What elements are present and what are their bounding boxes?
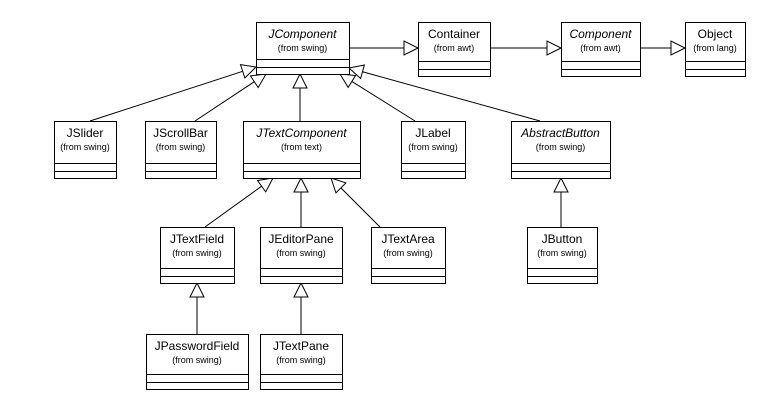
class-box-outline — [561, 22, 641, 77]
class-boxes: JComponent (from swing) Container (from awt… — [54, 22, 746, 390]
class-jbutton[interactable]: JButton (from swing) — [527, 227, 598, 284]
class-name: JButton — [542, 232, 583, 246]
class-box-outline — [527, 227, 598, 284]
class-jtextfield[interactable]: JTextField (from swing) — [160, 227, 235, 284]
class-box-outline — [256, 22, 350, 75]
class-component[interactable]: Component (from awt) — [561, 22, 641, 77]
class-jlabel[interactable]: JLabel (from swing) — [401, 121, 466, 179]
generalization-arrowhead — [292, 72, 308, 89]
class-name: JTextPane — [273, 339, 329, 353]
class-name: JScrollBar — [153, 126, 208, 140]
generalization-arrowhead — [670, 40, 687, 56]
class-package: (from awt) — [580, 43, 621, 53]
class-jtextpane[interactable]: JTextPane (from swing) — [260, 334, 343, 390]
class-box-outline — [145, 121, 217, 179]
generalization-arrowhead — [189, 281, 205, 298]
class-name: JPasswordField — [155, 339, 240, 353]
class-package: (from swing) — [537, 248, 587, 258]
class-box-outline — [146, 334, 249, 390]
class-package: (from swing) — [60, 142, 110, 152]
generalization-jpasswordfield-to-jtextfield — [189, 281, 205, 334]
generalization-jtextarea-to-jtextcomponent — [330, 177, 381, 228]
generalization-component-to-object — [640, 40, 687, 56]
class-jeditorpane[interactable]: JEditorPane (from swing) — [260, 227, 343, 284]
class-name: JTextField — [170, 232, 224, 246]
class-name: AbstractButton — [520, 126, 600, 140]
class-container[interactable]: Container (from awt) — [418, 22, 491, 77]
class-name: JSlider — [67, 126, 104, 140]
class-jscrollbar[interactable]: JScrollBar (from swing) — [145, 121, 217, 179]
class-name: Object — [698, 27, 733, 41]
class-jslider[interactable]: JSlider (from swing) — [54, 121, 117, 179]
generalization-jbutton-to-abstractbutton — [553, 176, 569, 227]
class-package: (from lang) — [693, 43, 737, 53]
class-box-outline — [243, 121, 361, 179]
generalization-line — [340, 187, 381, 228]
class-box-outline — [511, 121, 611, 179]
generalization-jtextfield-to-jtextcomponent — [204, 177, 274, 228]
generalization-container-to-component — [490, 40, 563, 56]
class-package: (from swing) — [408, 142, 458, 152]
class-box-outline — [685, 22, 746, 77]
class-abstractbutton[interactable]: AbstractButton (from swing) — [511, 121, 611, 179]
class-name: JTextComponent — [255, 126, 347, 140]
class-name: JLabel — [415, 126, 450, 140]
class-object[interactable]: Object (from lang) — [685, 22, 746, 77]
generalization-line — [204, 185, 262, 228]
class-package: (from swing) — [156, 142, 206, 152]
class-package: (from swing) — [276, 248, 326, 258]
generalization-line — [194, 81, 255, 122]
class-box-outline — [54, 121, 117, 179]
generalization-arrowhead — [256, 177, 274, 193]
class-box-outline — [371, 227, 446, 284]
class-jpasswordfield[interactable]: JPasswordField (from swing) — [146, 334, 249, 390]
generalization-jtextpane-to-jeditorpane — [293, 281, 309, 334]
class-box-outline — [418, 22, 491, 77]
generalization-jeditorpane-to-jtextcomponent — [293, 176, 309, 227]
class-name: Container — [428, 27, 480, 41]
class-package: (from swing) — [276, 355, 326, 365]
class-name: Component — [569, 27, 632, 41]
class-package: (from swing) — [172, 355, 222, 365]
generalization-arrowhead — [553, 176, 569, 193]
generalization-jtextcomponent-to-jcomponent — [292, 72, 308, 121]
generalization-jlabel-to-jcomponent — [339, 73, 416, 122]
generalization-abstractbutton-to-jcomponent — [347, 64, 541, 122]
class-package: (from swing) — [536, 142, 586, 152]
generalization-jcomponent-to-container — [349, 40, 420, 56]
generalization-jslider-to-jcomponent — [89, 64, 258, 122]
generalization-arrowhead — [403, 40, 420, 56]
class-package: (from awt) — [434, 43, 475, 53]
generalization-line — [89, 70, 243, 122]
generalization-arrowhead — [546, 40, 563, 56]
class-package: (from swing) — [278, 43, 328, 53]
generalization-arrowhead — [249, 73, 267, 89]
generalization-arrowhead — [293, 281, 309, 298]
class-jcomponent[interactable]: JComponent (from swing) — [256, 22, 350, 75]
class-name: JEditorPane — [268, 232, 334, 246]
class-box-outline — [260, 334, 343, 390]
generalization-arrowhead — [239, 64, 258, 79]
generalization-line — [351, 81, 416, 122]
generalization-edges — [89, 40, 687, 334]
generalization-arrowhead — [339, 73, 357, 89]
class-name: JComponent — [267, 27, 337, 41]
class-box-outline — [260, 227, 343, 284]
class-box-outline — [160, 227, 235, 284]
generalization-arrowhead — [347, 64, 366, 80]
class-package: (from swing) — [383, 248, 433, 258]
generalization-arrowhead — [330, 177, 347, 194]
generalization-line — [362, 71, 541, 122]
generalization-arrowhead — [293, 176, 309, 193]
class-package: (from text) — [281, 142, 322, 152]
class-name: JTextArea — [381, 232, 435, 246]
class-jtextcomponent[interactable]: JTextComponent (from text) — [243, 121, 361, 179]
class-jtextarea[interactable]: JTextArea (from swing) — [371, 227, 446, 284]
class-package: (from swing) — [172, 248, 222, 258]
generalization-jscrollbar-to-jcomponent — [194, 73, 267, 122]
class-box-outline — [401, 121, 466, 179]
